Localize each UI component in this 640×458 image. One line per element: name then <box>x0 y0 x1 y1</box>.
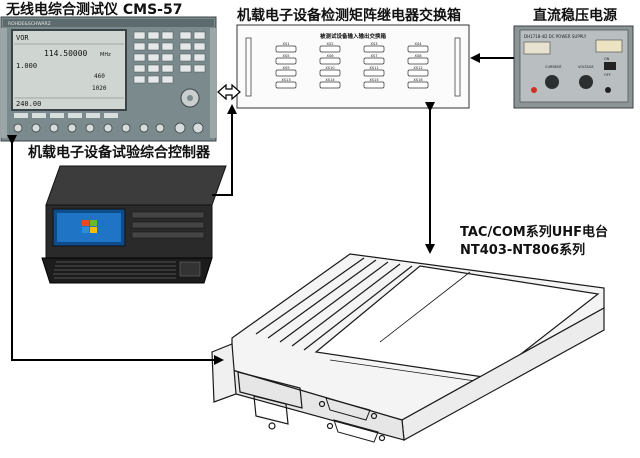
matrix-connector-socket <box>407 45 429 53</box>
matrix-connector-label: XS11 <box>369 66 378 70</box>
matrix-connector-socket <box>407 69 429 77</box>
matrix-connector-socket <box>407 57 429 65</box>
matrix-connector: XS4 <box>407 42 429 53</box>
cms57-row1: 1.000 <box>16 62 37 70</box>
matrix-connector-socket <box>275 69 297 77</box>
cms57-mode: VOR <box>16 34 29 42</box>
matrix-connector-label: XS12 <box>413 66 422 70</box>
matrix-connector-socket <box>407 81 429 89</box>
cms57-screen: VOR 114.50000 MHz 1.000 460 1020 240.00 <box>11 29 127 111</box>
psu-on-label: ON <box>604 57 610 61</box>
matrix-connector-socket <box>275 45 297 53</box>
matrix-connector-socket <box>275 81 297 89</box>
matrix-connector: XS6 <box>319 54 341 65</box>
matrix-connector-label: XS10 <box>325 66 335 70</box>
psu-terminal-negative <box>605 87 611 93</box>
radio-label-line2: NT403-NT806系列 <box>460 243 586 258</box>
matrix-connector-label: XS2 <box>326 42 333 46</box>
matrix-connector: XS2 <box>319 42 341 53</box>
psu-meter-display <box>595 39 623 53</box>
matrix-connector: XS13 <box>275 78 297 89</box>
matrix-connector: XS9 <box>275 66 297 77</box>
psu-current-knob <box>545 75 559 89</box>
matrix-connector-socket <box>363 81 385 89</box>
cms57-freq: 114.50000 <box>44 49 88 58</box>
matrix-panel-title: 被测试设备输入输出交换箱 <box>320 32 387 40</box>
cms57-connectors <box>13 122 204 134</box>
cms57-row4: 240.00 <box>16 100 41 108</box>
matrix-connector: XS11 <box>363 66 385 77</box>
cms57-row2: 460 <box>94 73 105 80</box>
cms57-freq-unit: MHz <box>100 52 111 58</box>
matrix-connector-label: XS14 <box>325 78 335 82</box>
matrix-connector: XS10 <box>319 66 341 77</box>
uhf-radio-unit <box>211 253 605 443</box>
cms57-to-radio-line <box>7 135 224 365</box>
matrix-connector: XS15 <box>363 78 385 89</box>
matrix-connector-label: XS15 <box>369 78 378 82</box>
matrix-connector-label: XS5 <box>282 54 289 58</box>
matrix-connector-label: XS8 <box>414 54 422 58</box>
matrix-connector: XS14 <box>319 78 341 89</box>
matrix-connector-label: XS1 <box>282 42 289 46</box>
cms57-row3: 1020 <box>92 85 107 92</box>
psu-power-switch <box>604 62 616 70</box>
psu-title: DH1718-4D DC POWER SUPPLY <box>524 34 587 39</box>
matrix-connector-label: XS16 <box>413 78 423 82</box>
radio-label-line1: TAC/COM系列UHF电台 <box>460 225 609 240</box>
psu-off-label: OFF <box>604 73 611 77</box>
matrix-connector-label: XS6 <box>326 54 334 58</box>
test-controller-pc <box>41 165 227 284</box>
matrix-connector-label: XS9 <box>282 66 290 70</box>
cms57-instrument: ROHDE&SCHWARZ VOR 114.50000 MHz 1.000 46… <box>0 16 217 142</box>
cms57-brand: ROHDE&SCHWARZ <box>8 21 51 27</box>
matrix-connector-label: XS7 <box>370 54 377 58</box>
matrix-connector: XS12 <box>407 66 429 77</box>
connections <box>7 53 514 365</box>
matrix-connector-label: XS4 <box>414 42 422 46</box>
psu-voltage-knob <box>579 75 593 89</box>
cms57-matrix-double-arrow <box>217 83 241 101</box>
cms57-label: 无线电综合测试仪 CMS-57 <box>6 2 183 18</box>
matrix-connector-socket <box>363 69 385 77</box>
matrix-connector-socket <box>363 57 385 65</box>
matrix-connector-label: XS13 <box>281 78 290 82</box>
matrix-box-label: 机载电子设备检测矩阵继电器交换箱 <box>237 8 461 24</box>
matrix-connector-socket <box>319 57 341 65</box>
matrix-connector-label: XS3 <box>370 42 377 46</box>
power-supply-label: 直流稳压电源 <box>533 8 617 24</box>
matrix-connector-socket <box>275 57 297 65</box>
matrix-connector: XS5 <box>275 54 297 65</box>
matrix-connector: XS7 <box>363 54 385 65</box>
psu-current-label: CURRENT <box>545 65 563 69</box>
controller-touchpad <box>179 261 201 277</box>
matrix-connector-socket <box>319 45 341 53</box>
matrix-connector-socket <box>319 69 341 77</box>
psu-voltage-label: VOLTAGE <box>578 65 594 69</box>
matrix-connector: XS16 <box>407 78 429 89</box>
matrix-connector-socket <box>363 45 385 53</box>
matrix-connector: XS3 <box>363 42 385 53</box>
cms57-keypad <box>133 31 206 84</box>
psu-terminal-positive <box>531 87 537 93</box>
dc-power-supply: DH1718-4D DC POWER SUPPLY CURRENT VOLTAG… <box>513 25 634 109</box>
matrix-connector: XS8 <box>407 54 429 65</box>
matrix-connector: XS1 <box>275 42 297 53</box>
cms57-softkeys <box>14 113 118 118</box>
matrix-connector-socket <box>319 81 341 89</box>
